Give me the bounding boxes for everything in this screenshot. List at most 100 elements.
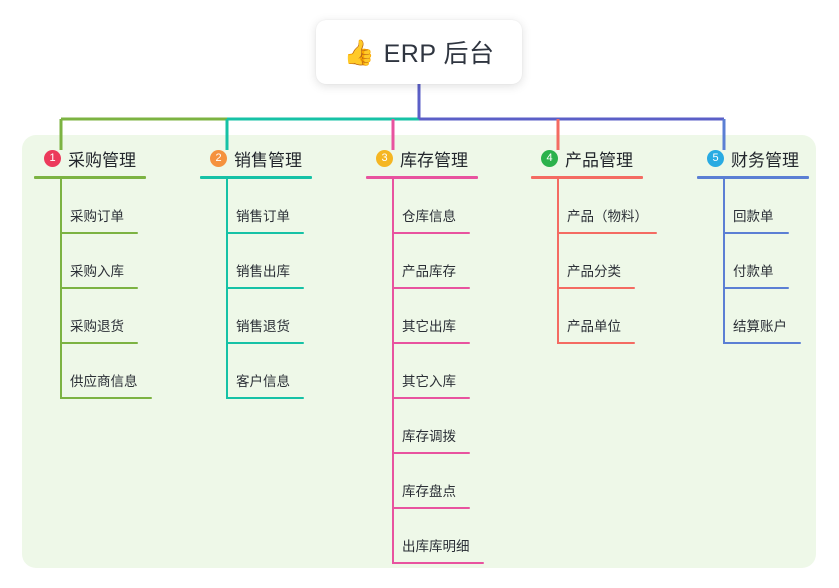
leaf-item[interactable]: 其它入库 [366,344,478,399]
leaf-label: 产品（物料） [567,209,648,224]
branch-underline [366,176,478,179]
leaf-underline [60,232,138,234]
leaf-label: 库存盘点 [402,484,456,499]
leaf-underline [226,232,304,234]
root-title: ERP 后台 [383,40,495,68]
leaf-underline [392,397,470,399]
leaf-item[interactable]: 产品单位 [531,289,643,344]
leaf-underline [723,287,789,289]
leaf-underline [723,232,789,234]
leaf-underline [557,287,635,289]
leaf-item[interactable]: 产品库存 [366,234,478,289]
leaf-underline [557,232,657,234]
leaf-underline [60,287,138,289]
leaf-item[interactable]: 销售退货 [200,289,312,344]
branch-column-sales: 2 销售管理销售订单销售出库销售退货客户信息 [200,146,312,399]
branch-leaf-list: 采购订单采购入库采购退货供应商信息 [34,179,152,399]
thumbs-up-icon: 👍 [343,37,375,67]
branch-underline [531,176,643,179]
leaf-item[interactable]: 库存盘点 [366,454,478,509]
leaf-item[interactable]: 结算账户 [697,289,809,344]
leaf-label: 销售退货 [236,319,290,334]
leaf-label: 库存调拨 [402,429,456,444]
branch-title: 产品管理 [565,150,633,170]
leaf-item[interactable]: 供应商信息 [34,344,152,399]
leaf-item[interactable]: 出库库明细 [366,509,484,564]
branch-leaf-list: 产品（物料） 产品分类产品单位 [531,179,657,344]
branch-spine [392,179,394,564]
branch-underline [34,176,146,179]
leaf-label: 采购入库 [70,264,124,279]
leaf-underline [226,287,304,289]
leaf-label: 产品分类 [567,264,621,279]
leaf-item[interactable]: 付款单 [697,234,809,289]
leaf-label: 结算账户 [733,319,787,334]
leaf-label: 销售出库 [236,264,290,279]
leaf-item[interactable]: 采购入库 [34,234,146,289]
leaf-underline [392,507,470,509]
branch-header-sales[interactable]: 2 销售管理 [200,146,312,170]
branches-panel [22,135,816,568]
branch-number-badge: 5 [707,149,724,167]
leaf-label: 付款单 [733,264,774,279]
leaf-label: 其它入库 [402,374,456,389]
leaf-label: 销售订单 [236,209,290,224]
branch-spine [723,179,725,344]
leaf-item[interactable]: 库存调拨 [366,399,478,454]
leaf-item[interactable]: 产品（物料） [531,179,657,234]
branch-column-inventory: 3 库存管理仓库信息产品库存其它出库其它入库库存调拨库存盘点出库库明细 [366,146,484,564]
leaf-item[interactable]: 仓库信息 [366,179,478,234]
branch-column-finance: 5 财务管理回款单付款单结算账户 [697,146,809,344]
leaf-underline [557,342,635,344]
branch-header-inventory[interactable]: 3 库存管理 [366,146,478,170]
leaf-label: 供应商信息 [70,374,138,389]
leaf-underline [226,397,304,399]
branch-number-badge: 2 [210,149,227,167]
branch-title: 销售管理 [234,150,302,170]
leaf-label: 出库库明细 [402,539,470,554]
branch-column-purchase: 1 采购管理采购订单采购入库采购退货供应商信息 [34,146,152,399]
branch-spine [226,179,228,399]
branch-leaf-list: 回款单付款单结算账户 [697,179,809,344]
leaf-underline [723,342,801,344]
leaf-underline [60,342,138,344]
leaf-item[interactable]: 回款单 [697,179,809,234]
branch-underline [697,176,809,179]
leaf-item[interactable]: 采购退货 [34,289,146,344]
leaf-underline [392,287,470,289]
leaf-underline [392,232,470,234]
leaf-underline [392,342,470,344]
branch-number-badge: 4 [541,149,558,167]
leaf-underline [392,562,484,564]
branch-title: 库存管理 [400,150,468,170]
branch-leaf-list: 销售订单销售出库销售退货客户信息 [200,179,312,399]
branch-header-finance[interactable]: 5 财务管理 [697,146,809,170]
leaf-label: 客户信息 [236,374,290,389]
branch-leaf-list: 仓库信息产品库存其它出库其它入库库存调拨库存盘点出库库明细 [366,179,484,564]
leaf-item[interactable]: 客户信息 [200,344,312,399]
leaf-underline [392,452,470,454]
branch-header-product[interactable]: 4 产品管理 [531,146,643,170]
leaf-label: 采购退货 [70,319,124,334]
leaf-label: 采购订单 [70,209,124,224]
leaf-item[interactable]: 销售订单 [200,179,312,234]
branch-underline [200,176,312,179]
leaf-label: 产品库存 [402,264,456,279]
leaf-label: 仓库信息 [402,209,456,224]
branch-title: 财务管理 [731,150,799,170]
leaf-item[interactable]: 其它出库 [366,289,478,344]
leaf-item[interactable]: 采购订单 [34,179,146,234]
leaf-label: 其它出库 [402,319,456,334]
leaf-item[interactable]: 销售出库 [200,234,312,289]
branch-column-product: 4 产品管理产品（物料） 产品分类产品单位 [531,146,657,344]
branch-spine [60,179,62,399]
branch-header-purchase[interactable]: 1 采购管理 [34,146,146,170]
root-node[interactable]: 👍 ERP 后台 [316,20,522,84]
branch-number-badge: 3 [376,149,393,167]
leaf-item[interactable]: 产品分类 [531,234,643,289]
branch-number-badge: 1 [44,149,61,167]
leaf-underline [226,342,304,344]
branch-title: 采购管理 [68,150,136,170]
